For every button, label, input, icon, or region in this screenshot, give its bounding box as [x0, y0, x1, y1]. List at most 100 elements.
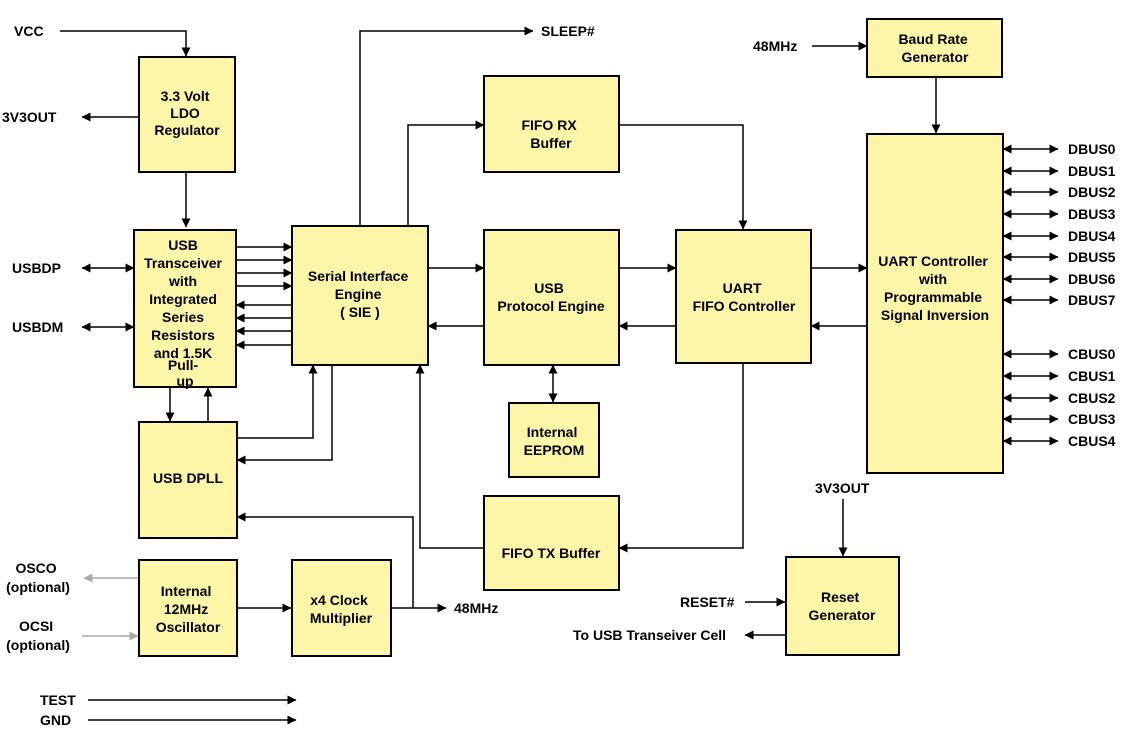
label-osco: OSCO [15, 560, 56, 576]
label-cbus4: CBUS4 [1068, 433, 1116, 449]
label-48mhz-top: 48MHz [753, 38, 797, 54]
svg-text:USB Protocol Engine: USB Protocol Engine [497, 280, 605, 314]
label-3v3out-left: 3V3OUT [2, 109, 57, 125]
serial-interface-engine-block: Serial Interface Engine ( SIE ) [291, 225, 429, 366]
wire-48mhz-dpll [236, 512, 414, 608]
ldo-regulator-block: 3.3 Volt LDO Regulator [138, 56, 236, 173]
uart-fifo-line-1: UART [723, 280, 762, 296]
eeprom-line-1: Internal [527, 424, 578, 440]
svg-text:Serial Interface Engin: Serial Interface Engine ( SIE ) [308, 268, 412, 320]
ldo-line-1: 3.3 Volt [161, 88, 210, 104]
transceiver-line-4: Integrated [149, 291, 217, 307]
label-test: TEST [40, 692, 76, 708]
baud-line-1: Baud Rate [898, 31, 967, 47]
svg-text:3.3 Volt LDO R: 3.3 Volt LDO Regulator [154, 88, 220, 138]
wire-vcc [60, 30, 191, 57]
svg-text:FIFO RX Buffer: FIFO RX Buffer [521, 117, 580, 151]
mult-line-2: Multiplier [310, 610, 373, 626]
label-vcc: VCC [14, 23, 44, 39]
wire-uartfifo-fifotx [618, 363, 744, 553]
label-cbus3: CBUS3 [1068, 411, 1116, 427]
label-usbdp: USBDP [12, 260, 61, 276]
label-gnd: GND [40, 712, 71, 728]
transceiver-line-5: Series [162, 309, 204, 325]
label-dbus6: DBUS6 [1068, 271, 1116, 287]
label-cbus1: CBUS1 [1068, 368, 1116, 384]
signal-labels: VCC 3V3OUT USBDP USBDM OSCO (optional) O… [2, 23, 1116, 728]
osc-line-2: 12MHz [164, 601, 208, 617]
wire-sleep [359, 26, 534, 225]
transceiver-line-9: up [176, 373, 193, 389]
internal-oscillator-block: Internal 12MHz Oscillator [138, 559, 238, 657]
svg-text:FIFO TX Buffer: FIFO TX Buffer [502, 545, 601, 561]
fifo-tx-buffer-block: FIFO TX Buffer [483, 495, 620, 591]
svg-text:Baud Rate Generator: Baud Rate Generator [898, 31, 971, 65]
label-cbus0: CBUS0 [1068, 346, 1116, 362]
osc-line-1: Internal [161, 583, 212, 599]
baud-line-2: Generator [902, 49, 969, 65]
wire-fifotx-sie [415, 364, 484, 549]
label-48mhz-bottom: 48MHz [454, 600, 498, 616]
blocks: 3.3 Volt LDO Regulator USB Transceiver w… [133, 18, 1004, 657]
sie-line-2: Engine [335, 286, 382, 302]
transceiver-line-8: Pull- [168, 357, 199, 373]
label-3v3out-right: 3V3OUT [815, 480, 870, 496]
label-reset: RESET# [680, 594, 735, 610]
osc-line-3: Oscillator [156, 619, 221, 635]
sie-line-3: ( SIE ) [340, 304, 380, 320]
transceiver-line-3: with [168, 273, 197, 289]
baud-rate-generator-block: Baud Rate Generator [866, 18, 1003, 78]
label-dbus7: DBUS7 [1068, 292, 1116, 308]
ldo-line-3: Regulator [154, 122, 220, 138]
uart-fifo-controller-block: UART FIFO Controller [675, 229, 812, 364]
wire-sie-dpll [236, 365, 333, 465]
reset-generator-block: Reset Generator [785, 556, 900, 656]
uart-ctrl-line-1: UART Controller [878, 253, 988, 269]
wire-sie-fiforx [407, 120, 485, 225]
svg-text:OCSI (optional): OCSI (optional) [6, 618, 70, 653]
svg-text:USB Transceiver: USB Transceiver with Integrated Series R… [144, 237, 226, 389]
svg-text:UART FIFO Controller: UART FIFO Controller [693, 280, 796, 314]
uart-ctrl-line-3: Programmable [884, 289, 982, 305]
clock-multiplier-block: x4 Clock Multiplier [291, 559, 392, 657]
sie-line-1: Serial Interface [308, 268, 409, 284]
svg-text:OSCO (optional): OSCO (optional) [6, 560, 70, 595]
label-dbus4: DBUS4 [1068, 228, 1116, 244]
mult-line-1: x4 Clock [310, 592, 368, 608]
label-dbus1: DBUS1 [1068, 163, 1116, 179]
uart-fifo-line-2: FIFO Controller [693, 298, 796, 314]
uart-ctrl-line-2: with [918, 271, 947, 287]
reset-line-1: Reset [821, 589, 859, 605]
svg-text:UART Controller with: UART Controller with Programmable Signal… [878, 253, 992, 323]
uart-ctrl-line-4: Signal Inversion [881, 307, 989, 323]
label-sleep: SLEEP# [541, 23, 595, 39]
reset-line-2: Generator [809, 607, 876, 623]
fifo-tx-line-1: FIFO TX Buffer [502, 545, 601, 561]
label-ocsi-optional: (optional) [6, 637, 70, 653]
label-usbdm: USBDM [12, 319, 63, 335]
usb-transceiver-block: USB Transceiver with Integrated Series R… [133, 229, 237, 389]
protocol-line-2: Protocol Engine [497, 298, 605, 314]
svg-text:Internal EEPROM: Internal EEPROM [524, 424, 585, 458]
wire-fiforx-uartfifo [619, 124, 748, 230]
transceiver-line-2: Transceiver [144, 255, 222, 271]
label-cbus2: CBUS2 [1068, 390, 1116, 406]
dpll-line-1: USB DPLL [153, 470, 223, 486]
fifo-rx-line-1: FIFO RX [521, 117, 577, 133]
usb-dpll-block: USB DPLL [138, 421, 238, 539]
usb-protocol-engine-block: USB Protocol Engine [483, 229, 620, 366]
label-dbus0: DBUS0 [1068, 141, 1116, 157]
svg-text:USB DPLL: USB DPLL [153, 470, 223, 486]
label-ocsi: OCSI [19, 618, 53, 634]
svg-text:Reset Generator: Reset Generator [809, 589, 876, 623]
eeprom-line-2: EEPROM [524, 442, 585, 458]
label-dbus5: DBUS5 [1068, 249, 1116, 265]
protocol-line-1: USB [534, 280, 564, 296]
label-to-usb-transceiver: To USB Transeiver Cell [573, 627, 726, 643]
label-dbus2: DBUS2 [1068, 184, 1116, 200]
svg-text:x4 Clock Multiplier: x4 Clock Multiplier [310, 592, 373, 626]
label-osco-optional: (optional) [6, 579, 70, 595]
svg-text:Internal 12MHz: Internal 12MHz Oscillator [156, 583, 221, 635]
fifo-rx-line-2: Buffer [530, 135, 572, 151]
